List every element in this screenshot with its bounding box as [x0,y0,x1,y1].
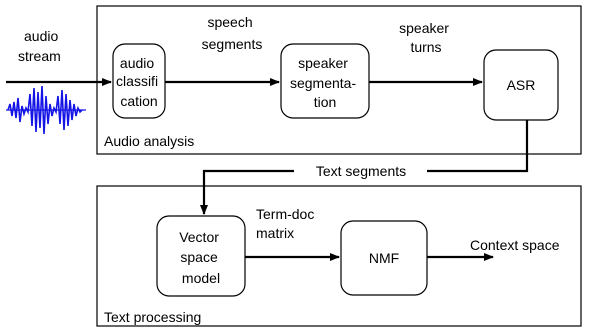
audio-stream-label: audio stream [18,28,62,64]
context-space-label: Context space [470,237,560,253]
text-segments-arrow [200,169,294,215]
speaker-segmentation-label: speaker segmenta- tion [290,55,360,110]
asr-label: ASR [507,77,536,93]
speech-segments-label: speech segments [202,14,263,52]
audio-waveform-icon [6,85,86,135]
audio-analysis-title: Audio analysis [104,133,194,149]
term-doc-matrix-label: Term-doc matrix [256,206,318,241]
speaker-turns-label: speaker turns [399,20,453,55]
nmf-label: NMF [369,250,399,266]
audio-stream-label-line2: stream [18,48,61,64]
text-processing-title: Text processing [104,309,201,325]
audio-classification-label: audio classifi cation [116,55,162,109]
asr-box [483,49,559,121]
vector-space-model-label: Vector space model [179,229,223,286]
audio-stream-label-line1: audio [24,28,58,44]
text-segments-connector [427,120,529,173]
text-segments-label: Text segments [316,163,406,179]
